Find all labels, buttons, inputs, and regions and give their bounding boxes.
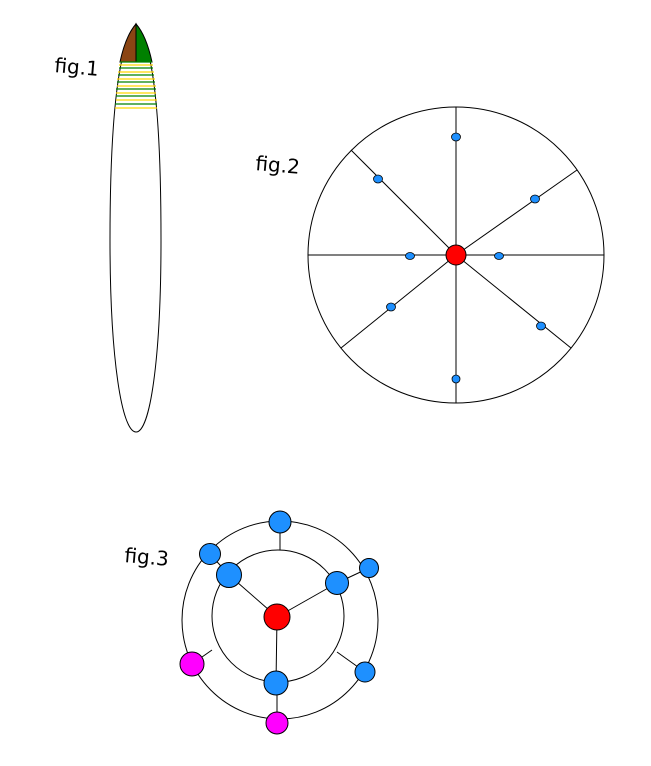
node: [359, 558, 379, 578]
spoke-upper-right: [455, 169, 578, 256]
node: [354, 661, 376, 683]
dot: [373, 174, 383, 184]
figure-3: fig.3: [124, 510, 379, 735]
figure-1-body: [109, 23, 162, 433]
figure-1-label: fig.1: [54, 53, 100, 81]
figure-1-stripes: [115, 61, 157, 109]
figure-1-tip-green: [135, 22, 153, 63]
node: [216, 562, 242, 588]
figure-1: fig.1: [54, 22, 162, 433]
node: [263, 670, 289, 696]
dot: [451, 374, 461, 384]
dot: [405, 252, 415, 260]
figure-3-label: fig.3: [124, 543, 170, 571]
dot: [494, 252, 504, 260]
spoke-lower-left: [340, 254, 457, 349]
node: [179, 651, 205, 677]
node: [199, 543, 221, 565]
dot: [536, 321, 546, 331]
figure-2-dots: [373, 132, 546, 384]
node: [265, 711, 289, 735]
dot: [530, 194, 540, 204]
figure-3-nodes: [179, 510, 379, 735]
spoke-upper-left: [350, 149, 457, 256]
figure-2-spokes: [308, 107, 604, 403]
figure-2-label: fig.2: [255, 151, 301, 179]
figure-2-center-node: [445, 244, 467, 266]
node: [325, 571, 349, 595]
dot: [451, 132, 461, 142]
node: [268, 510, 292, 534]
figure-2: fig.2: [255, 106, 605, 404]
spoke-lower-right: [455, 254, 572, 349]
dot: [386, 302, 396, 312]
figure-3-center-node: [263, 603, 291, 631]
figure-1-tip-brown: [119, 22, 137, 63]
